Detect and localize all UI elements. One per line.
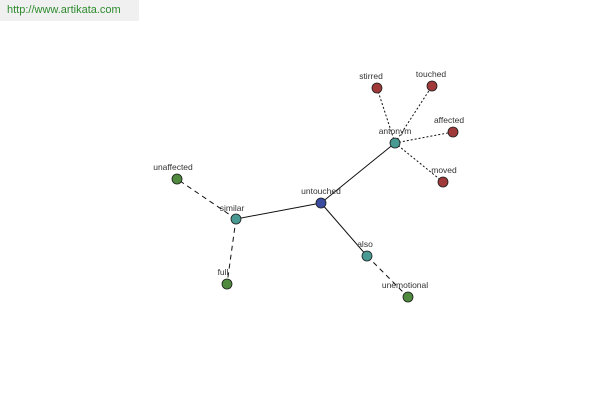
label-antonym[interactable]: antonym <box>379 126 412 136</box>
node-touched[interactable] <box>426 80 438 92</box>
label-stirred[interactable]: stirred <box>359 71 383 81</box>
node-unemotional[interactable] <box>402 291 414 303</box>
label-affected[interactable]: affected <box>434 115 464 125</box>
edge-also-unemotional <box>366 255 409 298</box>
label-also[interactable]: also <box>357 239 373 249</box>
label-touched[interactable]: touched <box>416 69 447 79</box>
node-moved[interactable] <box>437 176 449 188</box>
node-untouched[interactable] <box>315 197 327 209</box>
edge-similar-unaffected <box>176 178 237 220</box>
node-full[interactable] <box>221 278 233 290</box>
nodes-layer <box>171 80 459 303</box>
node-stirred[interactable] <box>371 82 383 94</box>
node-similar[interactable] <box>230 213 242 225</box>
node-antonym[interactable] <box>389 137 401 149</box>
edge-untouched-also <box>320 202 368 257</box>
labels-layer: untouched similar antonym also unaffected ful… <box>153 69 464 290</box>
edge-antonym-stirred <box>376 87 396 144</box>
edge-antonym-affected <box>394 131 454 144</box>
edge-untouched-similar <box>235 202 322 220</box>
label-unaffected[interactable]: unaffected <box>153 162 193 172</box>
label-moved[interactable]: moved <box>431 165 457 175</box>
edge-antonym-moved <box>394 142 444 183</box>
node-affected[interactable] <box>447 126 459 138</box>
edge-antonym-touched <box>394 85 433 144</box>
node-also[interactable] <box>361 250 373 262</box>
label-untouched[interactable]: untouched <box>301 186 341 196</box>
label-similar[interactable]: similar <box>220 203 245 213</box>
source-link[interactable]: http://www.artikata.com <box>0 0 139 21</box>
edges-layer <box>176 85 454 298</box>
label-full[interactable]: full <box>218 267 229 277</box>
edge-untouched-antonym <box>320 142 396 204</box>
edge-similar-full <box>226 218 237 285</box>
node-unaffected[interactable] <box>171 173 183 185</box>
label-unemotional[interactable]: unemotional <box>382 280 428 290</box>
